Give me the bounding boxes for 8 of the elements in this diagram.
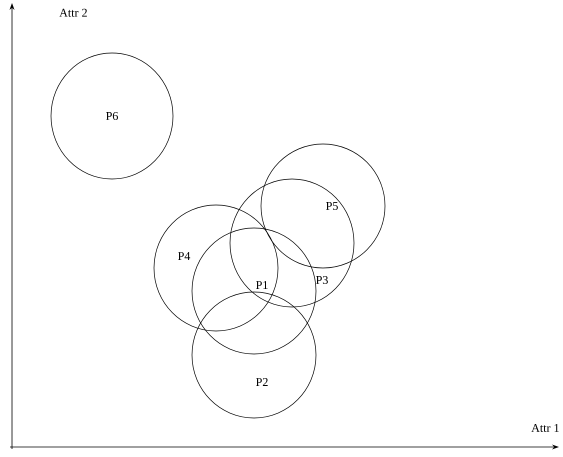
circle-label: P4 (178, 252, 190, 260)
axis-label: Attr 1 (531, 424, 559, 432)
circle-label: P3 (316, 276, 328, 284)
circle-label: P1 (256, 281, 268, 289)
axis-label: Attr 2 (59, 8, 87, 17)
circle-label: P5 (326, 202, 338, 210)
circle-label: P2 (256, 378, 268, 386)
circle-label: P6 (106, 112, 118, 120)
